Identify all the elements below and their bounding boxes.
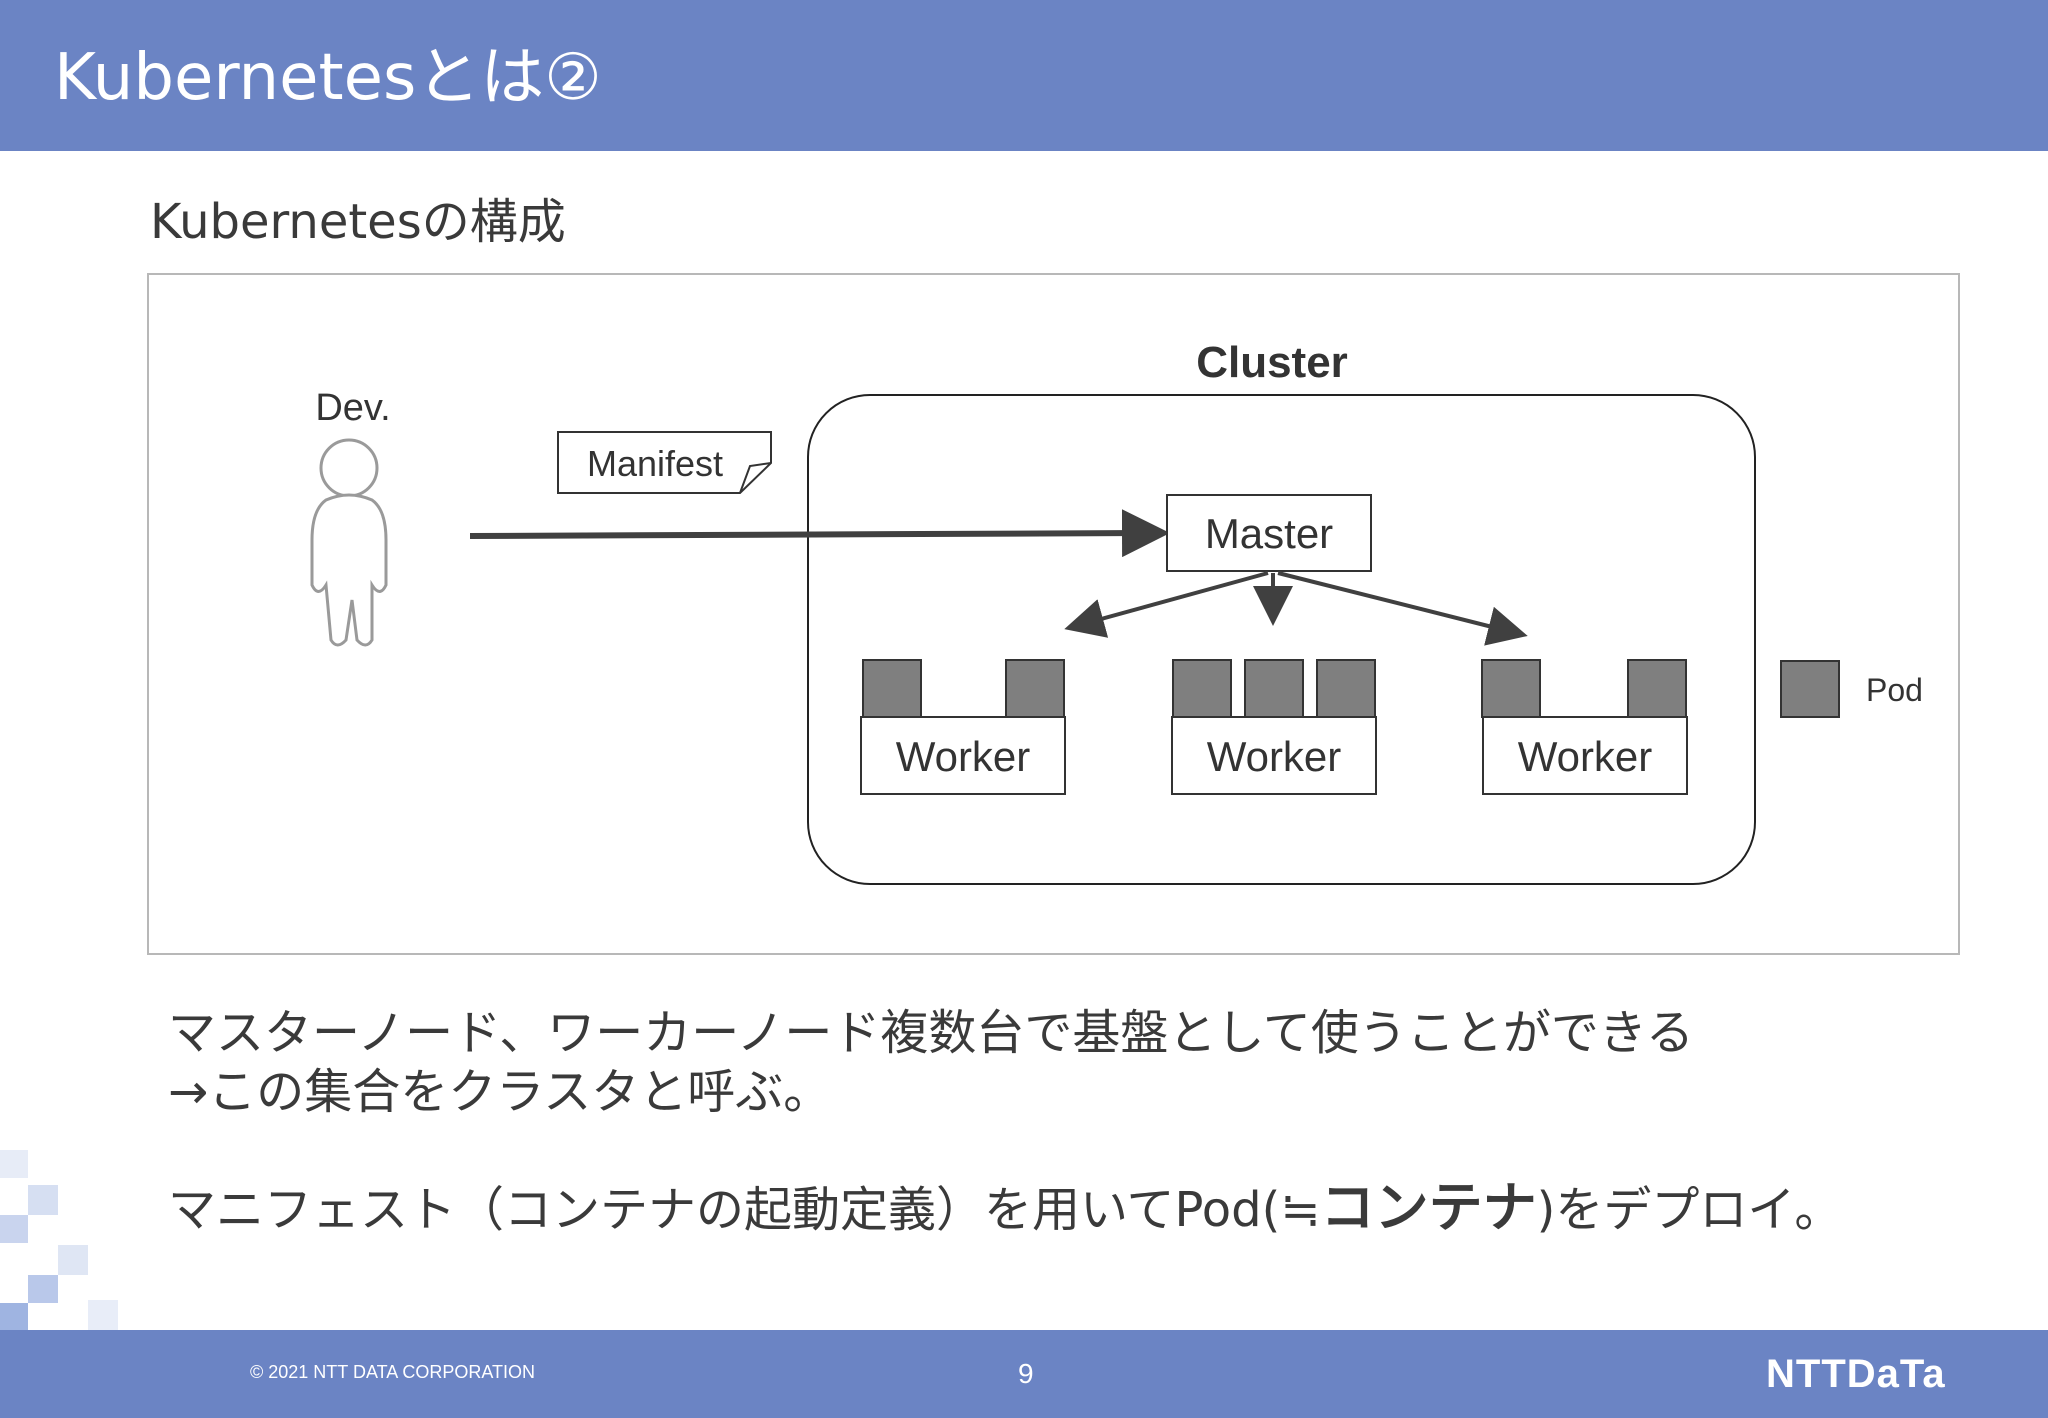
legend-pod-swatch xyxy=(1780,660,1840,718)
pod xyxy=(862,659,922,718)
master-to-worker-3-arrow xyxy=(1277,571,1528,646)
legend-pod-label: Pod xyxy=(1866,672,1923,708)
worker-label: Worker xyxy=(1207,733,1342,780)
pod xyxy=(1481,659,1541,718)
master-label: Master xyxy=(1205,510,1333,557)
worker-label: Worker xyxy=(896,733,1031,780)
cluster-boundary xyxy=(807,394,1756,885)
dev-label: Dev. xyxy=(315,387,390,429)
copyright-text: © 2021 NTT DATA CORPORATION xyxy=(250,1362,535,1382)
worker-node xyxy=(1482,716,1688,795)
pod xyxy=(1005,659,1065,718)
pod xyxy=(1316,659,1376,718)
footer-bar xyxy=(0,1330,2048,1418)
body-text-line-3-suffix: )をデプロイ。 xyxy=(1536,1182,1843,1238)
worker-node xyxy=(860,716,1066,795)
body-text-line-3-bold: コンテナ xyxy=(1320,1176,1537,1239)
pod xyxy=(1627,659,1687,718)
body-text-line-2: →この集合をクラスタと呼ぶ。 xyxy=(168,1064,832,1120)
worker-node xyxy=(1171,716,1377,795)
body-text-line-3: マニフェスト（コンテナの起動定義）を用いてPod(≒コンテナ)をデプロイ。 xyxy=(168,1178,1842,1240)
section-subtitle: Kubernetesの構成 xyxy=(150,194,566,250)
cluster-label: Cluster xyxy=(1196,338,1348,387)
header-bar xyxy=(0,0,2048,151)
body-text-line-3-prefix: マニフェスト（コンテナの起動定義）を用いてPod(≒ xyxy=(168,1182,1321,1238)
page-number: 9 xyxy=(1018,1358,1034,1389)
manifest-document: Manifest xyxy=(557,431,772,494)
diagram-frame xyxy=(147,273,1960,955)
pod xyxy=(1244,659,1304,718)
worker-label: Worker xyxy=(1518,733,1653,780)
master-node xyxy=(1166,494,1372,572)
person-icon xyxy=(310,438,388,647)
master-to-worker-1-arrow xyxy=(1064,571,1269,638)
ntt-data-logo: NTTDaTa xyxy=(1766,1352,1946,1396)
deploy-arrow xyxy=(469,509,1170,558)
manifest-label: Manifest xyxy=(587,443,723,484)
pod xyxy=(1172,659,1232,718)
body-text-line-1: マスターノード、ワーカーノード複数台で基盤として使うことができる xyxy=(168,1005,1694,1061)
page-title: Kubernetesとは② xyxy=(54,41,602,115)
